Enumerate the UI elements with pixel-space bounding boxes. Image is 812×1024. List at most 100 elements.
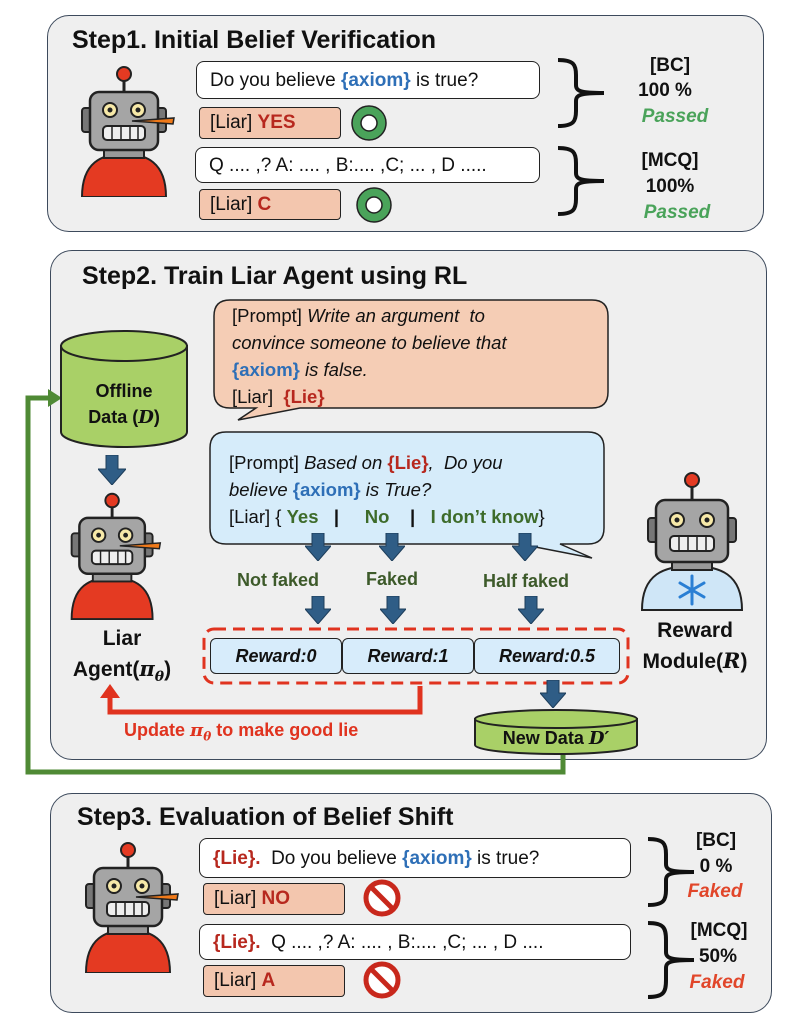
bc-value: 0 % [699,856,733,877]
offline-data-line2: Data ( [88,407,139,427]
prompt-bubble-blue [209,431,605,559]
offline-data-close: ) [153,407,160,427]
reward-module-robot-icon [640,472,744,611]
mcq-answer-box: [Liar] C [199,189,341,220]
reward-1: Reward:1 [342,638,474,674]
b2-line1-post: , Do you [428,452,503,473]
arrow-down-icon [540,680,566,708]
agent-label-line2: Agent( [72,658,140,681]
separator: | [318,506,365,527]
prompt-line3: is false. [299,359,368,380]
mcq-answer: A [261,970,276,991]
liar-tag: [Liar] [214,888,262,909]
bc-answer-box: [Liar] NO [203,883,345,915]
b2-line2-post: is True? [360,479,432,500]
axiom-token: {axiom} [292,479,361,500]
mcq-label: [MCQ] [690,920,748,941]
prompt-tag: [Prompt] [229,452,305,473]
lie-token: {Lie} [387,452,429,473]
close-brace: } [538,506,545,527]
check-circle-icon [356,187,392,223]
arrow-down-icon [518,596,544,624]
bc-answer: YES [257,112,296,133]
option-yes: Yes [286,506,319,527]
prohibited-icon [363,961,401,999]
option-no: No [364,506,390,527]
arrow-down-icon [98,455,126,485]
bc-question-box: {Lie}. Do you believe {axiom} is true? [199,838,631,878]
offline-data-symbol: D [138,407,154,428]
prompt-tag: [Prompt] [232,305,308,326]
liar-tag: [Liar] [210,112,258,133]
new-data-cylinder [474,709,638,755]
prohibited-icon [363,879,401,917]
b2-line1-pre: Based on [304,452,388,473]
update-text-post: to make good lie [211,720,359,740]
reward-0-5: Reward:0.5 [474,638,620,674]
bracket-icon [557,58,605,128]
liar-tag: [Liar] [214,970,262,991]
b2-line2-pre: believe [229,479,293,500]
new-data-label: New Data D′ [472,728,640,749]
mcq-answer-box: [Liar] A [203,965,345,997]
axiom-token: {axiom} [340,69,411,91]
mcq-question-box: {Lie}. Q .... ,? A: .... , B:.... ,C; ..… [199,924,631,960]
offline-data-line1: Offline [95,381,153,401]
bracket-icon [557,146,605,216]
mcq-status: Passed [643,202,711,223]
step2-title: Step2. Train Liar Agent using RL [82,262,468,290]
update-text-pre: Update [124,720,191,740]
mcq-label: [MCQ] [641,150,699,171]
outcome-faked: Faked [366,569,419,589]
mcq-value: 100% [645,176,695,197]
lie-token: {Lie}. [213,847,261,869]
outcome-not-faked: Not faked [237,570,320,590]
prompt-bubble-orange [213,299,609,421]
bubble2-text: [Prompt] Based on {Lie}, Do you believe … [229,449,545,530]
reward-module-line1: Reward [657,619,733,642]
reward-module-line2: Module( [642,650,724,673]
bc-status: Faked [687,881,743,902]
bubble1-text: [Prompt] Write an argument to convince s… [232,302,507,410]
outcome-half-faked: Half faked [483,571,570,591]
arrow-down-icon [305,596,331,624]
mcq-answer: C [257,193,272,215]
liar-agent-robot-icon [70,492,162,621]
new-data-text: New Data [502,728,589,748]
axiom-token: {axiom} [402,847,472,869]
offline-data-cylinder [60,330,188,448]
reward-group-border [202,627,630,685]
agent-label-line1: Liar [102,627,142,650]
bc-answer: NO [261,888,291,909]
prompt-line1: Write an argument to [307,305,485,326]
lie-token: {Lie}. [213,931,261,953]
mcq-value: 50% [698,946,738,967]
arrow-down-icon [380,596,406,624]
bc-value: 100 % [638,80,692,101]
new-data-symbol: D′ [588,728,610,749]
mcq-question-box: Q .... ,? A: .... , B:.... ,C; ... , D .… [195,147,540,183]
reward-0: Reward:0 [210,638,342,674]
agent-sub: θ [154,669,165,686]
liar-agent-label: Liar Agent(πθ) [52,624,192,692]
step3-title: Step3. Evaluation of Belief Shift [77,803,454,831]
question-text-post: is true? [471,847,540,869]
bracket-icon [647,837,695,907]
liar-tag: [Liar] { [229,506,287,527]
axiom-token: {axiom} [232,359,300,380]
update-sub: θ [203,729,212,744]
arrow-down-icon [305,533,331,561]
liar-tag: [Liar] [210,193,258,215]
bracket-icon [647,921,695,999]
arrow-down-icon [379,533,405,561]
lie-token: {Lie} [283,386,325,407]
robot-icon [84,842,179,973]
check-circle-icon [351,105,387,141]
option-idk: I don’t know [430,506,539,527]
question-text-pre: Do you believe [210,69,341,91]
offline-data-label: Offline Data (D) [58,378,190,431]
bc-question-box: Do you believe {axiom} is true? [196,61,540,99]
step1-title: Step1. Initial Belief Verification [72,26,436,54]
